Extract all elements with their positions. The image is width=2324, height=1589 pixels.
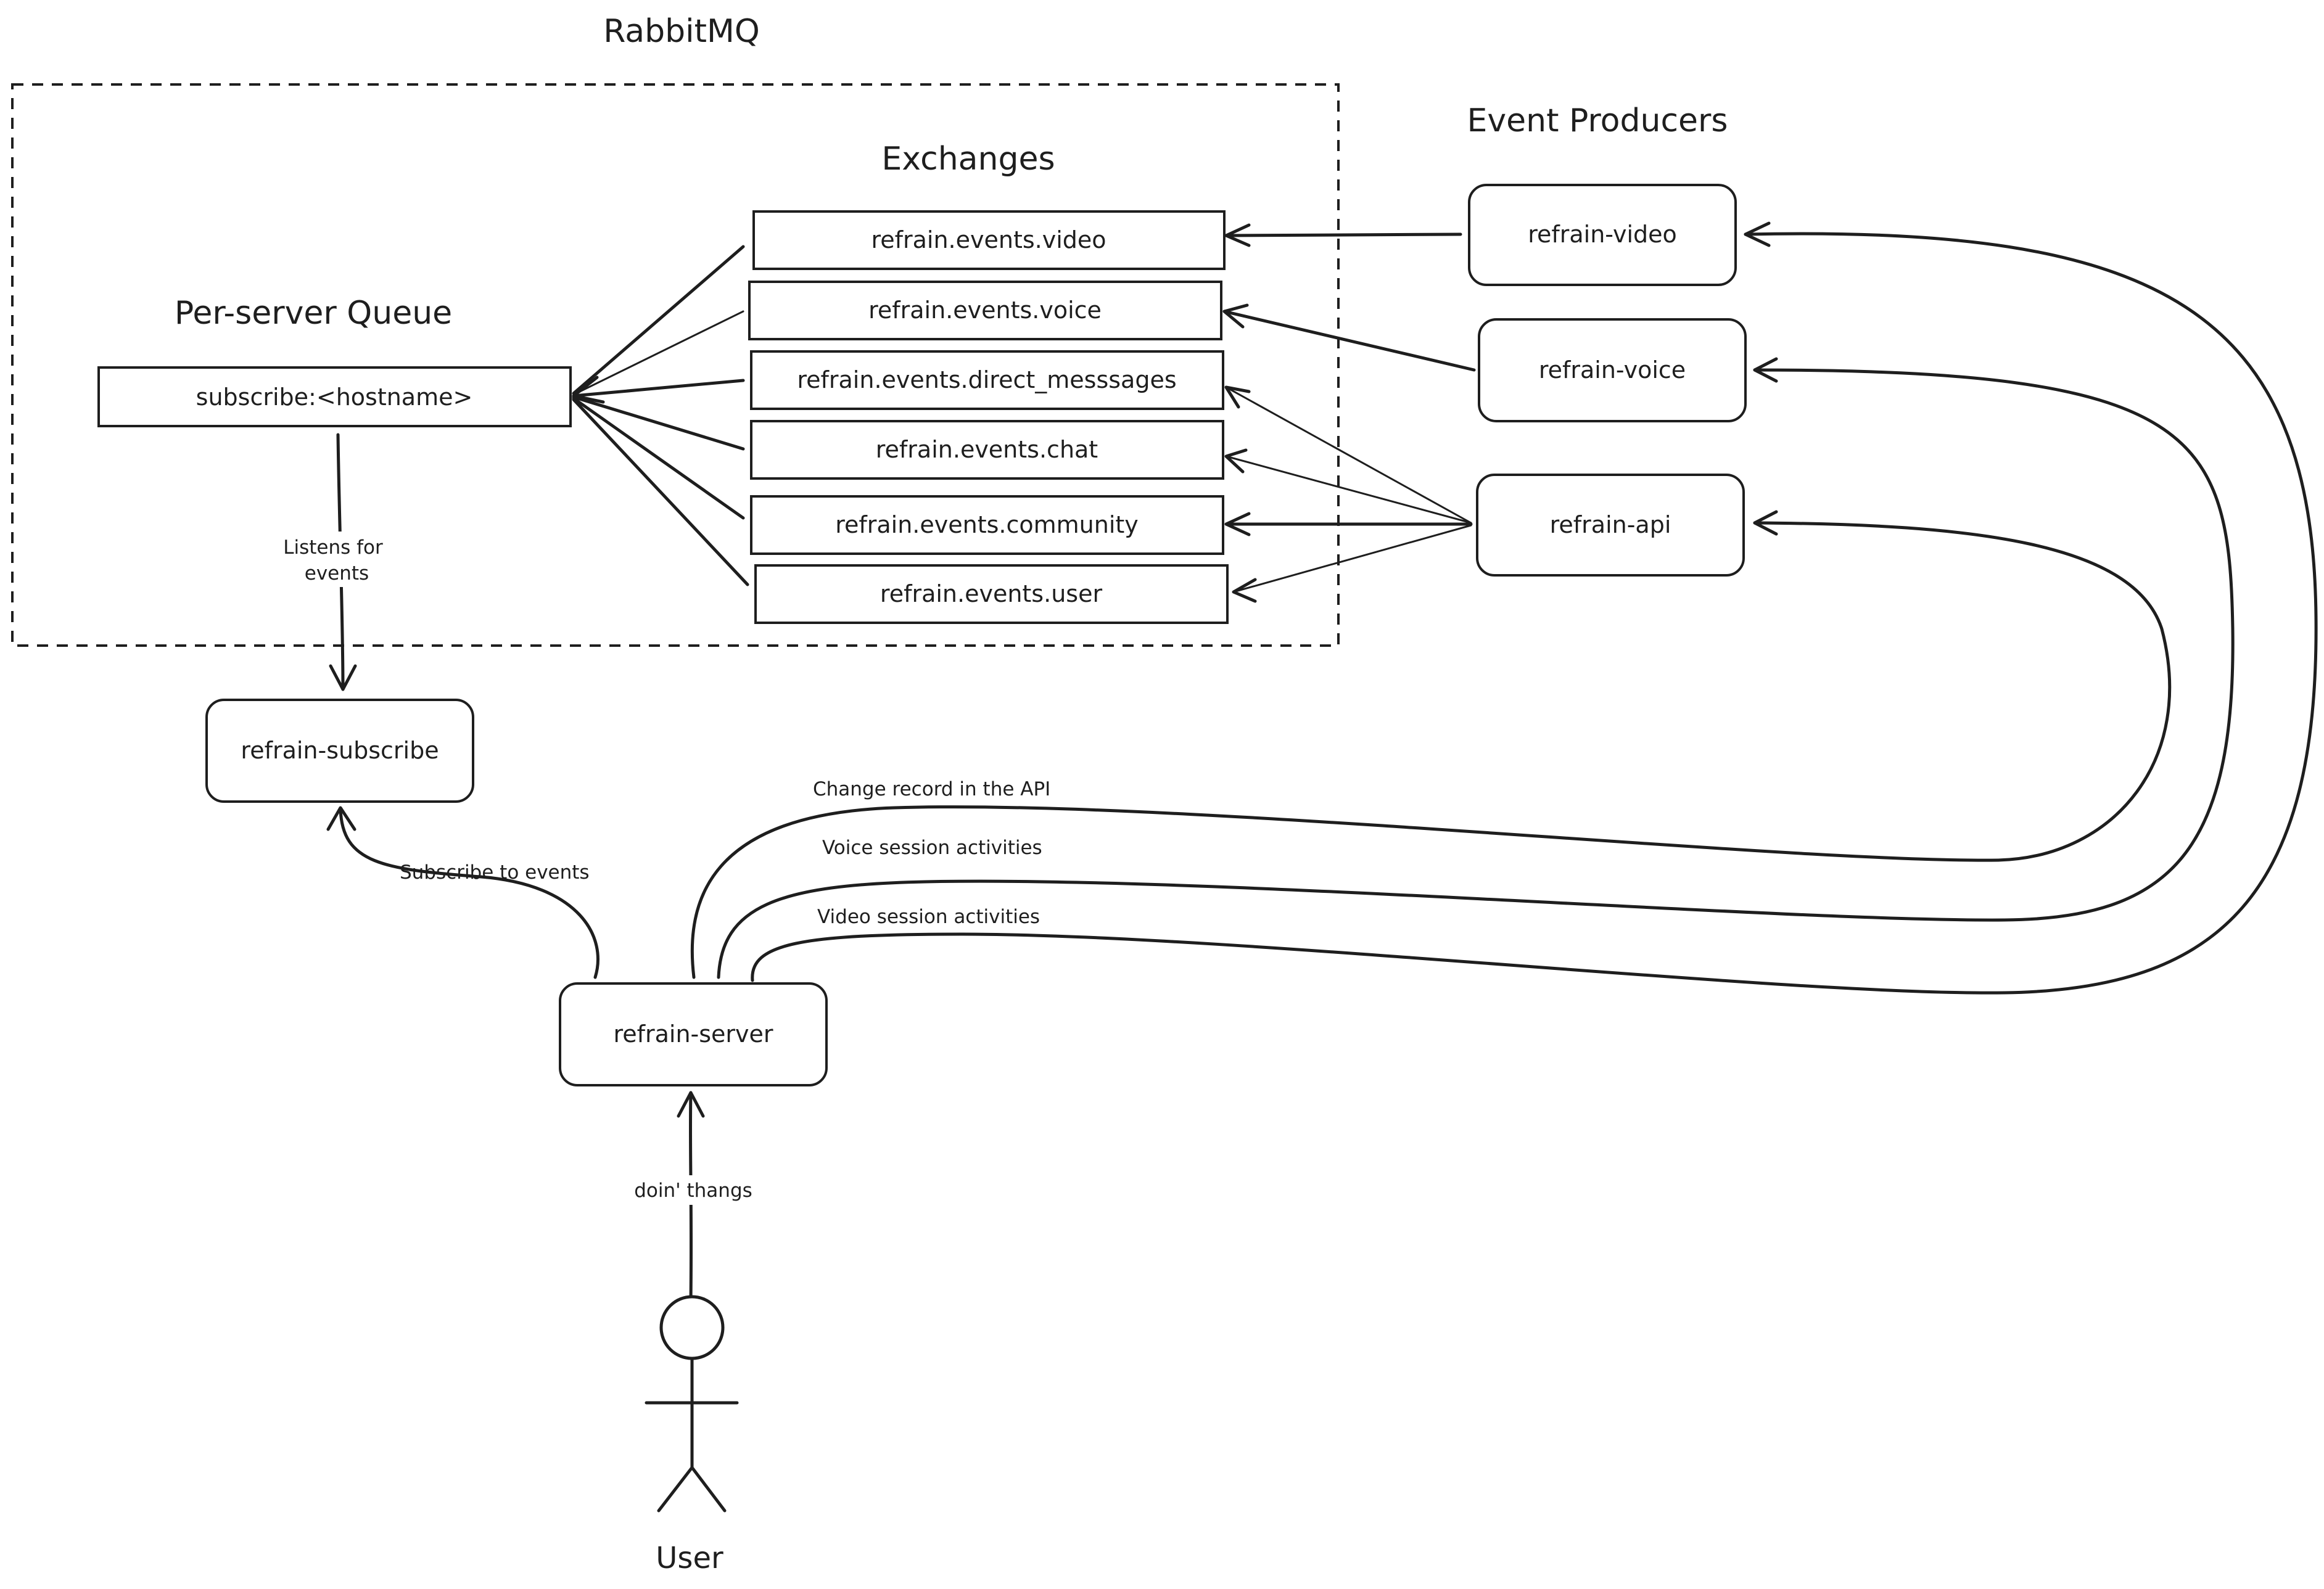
exchange-box-chat[interactable]: refrain.events.chat bbox=[750, 420, 1224, 480]
event-producers-title: Event Producers bbox=[1467, 102, 1728, 139]
subscribe-arrow bbox=[326, 806, 600, 979]
api-producer-arrows bbox=[1224, 385, 1473, 603]
listens-label: Listens for events bbox=[271, 532, 395, 587]
change-record-label: Change record in the API bbox=[813, 778, 1050, 800]
user-actor-icon bbox=[645, 1295, 739, 1513]
user-label: User bbox=[656, 1541, 723, 1575]
exchange-box-video[interactable]: refrain.events.video bbox=[752, 210, 1226, 270]
rabbitmq-title: RabbitMQ bbox=[603, 13, 760, 50]
exchange-box-voice[interactable]: refrain.events.voice bbox=[748, 281, 1222, 340]
queue-box[interactable]: subscribe:<hostname> bbox=[97, 366, 572, 427]
exchanges-title: Exchanges bbox=[881, 141, 1055, 178]
exchange-label: refrain.events.chat bbox=[876, 436, 1098, 463]
doin-thangs-label: doin' thangs bbox=[629, 1175, 756, 1205]
producer-label: refrain-video bbox=[1528, 221, 1677, 248]
exchange-label: refrain.events.community bbox=[835, 511, 1139, 538]
per-server-queue-title: Per-server Queue bbox=[175, 295, 452, 332]
exchange-label: refrain.events.user bbox=[880, 580, 1103, 607]
video-producer-arrow bbox=[1224, 223, 1462, 247]
exchange-box-direct-messages[interactable]: refrain.events.direct_messsages bbox=[750, 350, 1224, 410]
producer-box-api[interactable]: refrain-api bbox=[1476, 474, 1745, 577]
rabbitmq-frame bbox=[11, 83, 1340, 647]
producer-box-video[interactable]: refrain-video bbox=[1468, 184, 1737, 286]
svg-text:events: events bbox=[305, 562, 369, 585]
producer-label: refrain-api bbox=[1550, 511, 1671, 538]
video-session-label: Video session activities bbox=[817, 906, 1040, 928]
subscribe-service-box[interactable]: refrain-subscribe bbox=[205, 699, 474, 803]
change-record-arrow bbox=[690, 510, 2172, 979]
exchange-box-user[interactable]: refrain.events.user bbox=[754, 564, 1229, 624]
queue-label: subscribe:<hostname> bbox=[196, 384, 473, 411]
subscribe-service-label: refrain-subscribe bbox=[241, 737, 439, 764]
voice-session-label: Voice session activities bbox=[822, 837, 1042, 859]
producer-label: refrain-voice bbox=[1539, 356, 1686, 384]
exchange-label: refrain.events.voice bbox=[868, 297, 1102, 324]
svg-text:Listens for: Listens for bbox=[283, 536, 383, 559]
server-label: refrain-server bbox=[613, 1020, 773, 1048]
voice-session-arrow bbox=[717, 357, 2235, 979]
exchange-label: refrain.events.direct_messsages bbox=[797, 366, 1176, 393]
exchange-to-queue-arrows bbox=[572, 245, 749, 586]
producer-box-voice[interactable]: refrain-voice bbox=[1478, 318, 1747, 422]
video-session-arrow bbox=[751, 221, 2318, 995]
server-box[interactable]: refrain-server bbox=[559, 982, 828, 1086]
voice-producer-arrow bbox=[1222, 303, 1476, 372]
svg-text:doin' thangs: doin' thangs bbox=[634, 1180, 752, 1202]
subscribe-to-events-label: Subscribe to events bbox=[400, 861, 590, 884]
exchange-box-community[interactable]: refrain.events.community bbox=[750, 495, 1224, 555]
exchange-label: refrain.events.video bbox=[871, 226, 1106, 253]
